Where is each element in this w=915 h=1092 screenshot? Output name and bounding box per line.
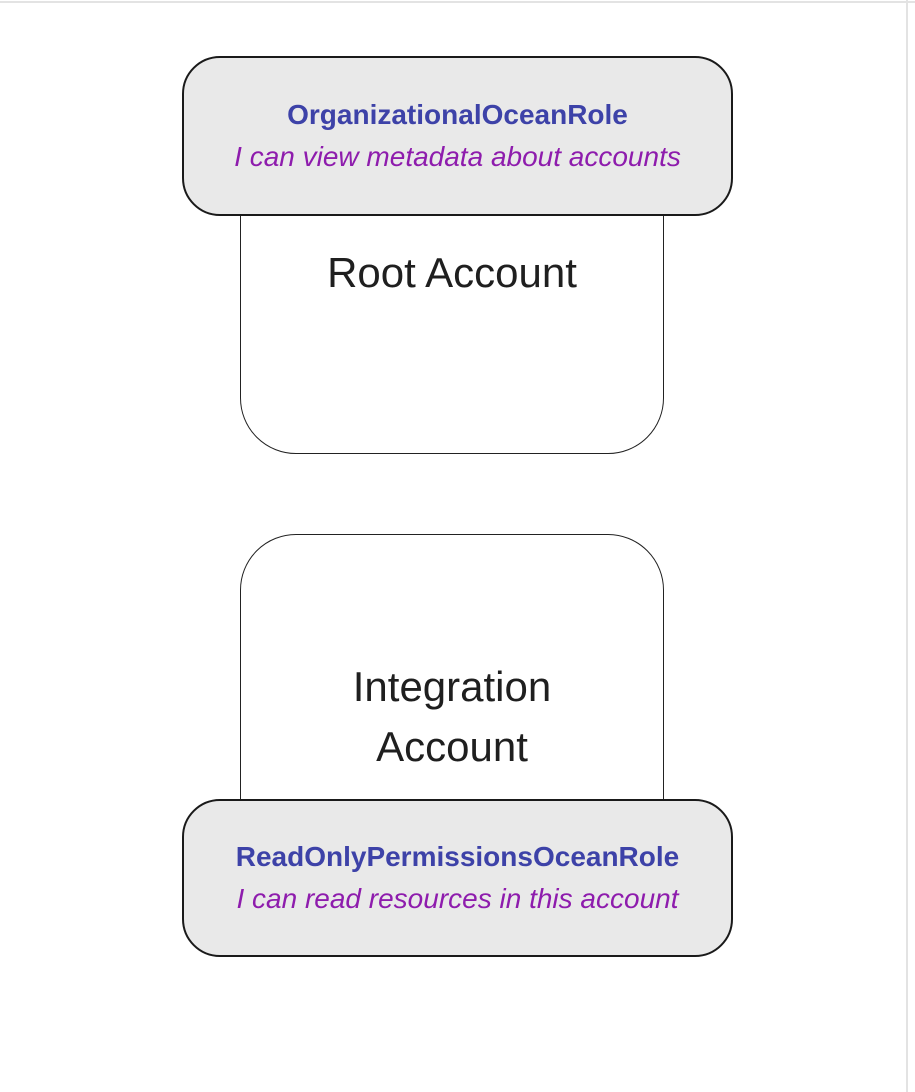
role-description: I can view metadata about accounts: [234, 141, 681, 172]
role-badge-readonly-permissions-ocean-role: ReadOnlyPermissionsOceanRole I can read …: [182, 799, 733, 957]
account-label: Root Account: [327, 249, 577, 296]
account-label: Integration Account: [352, 663, 552, 770]
role-name: OrganizationalOceanRole: [287, 99, 628, 130]
page-top-border: [0, 1, 915, 3]
role-description: I can read resources in this account: [236, 883, 679, 914]
page-right-border: [906, 0, 908, 1092]
role-name: ReadOnlyPermissionsOceanRole: [235, 841, 680, 872]
role-badge-organizational-ocean-role: OrganizationalOceanRole I can view metad…: [182, 56, 733, 216]
